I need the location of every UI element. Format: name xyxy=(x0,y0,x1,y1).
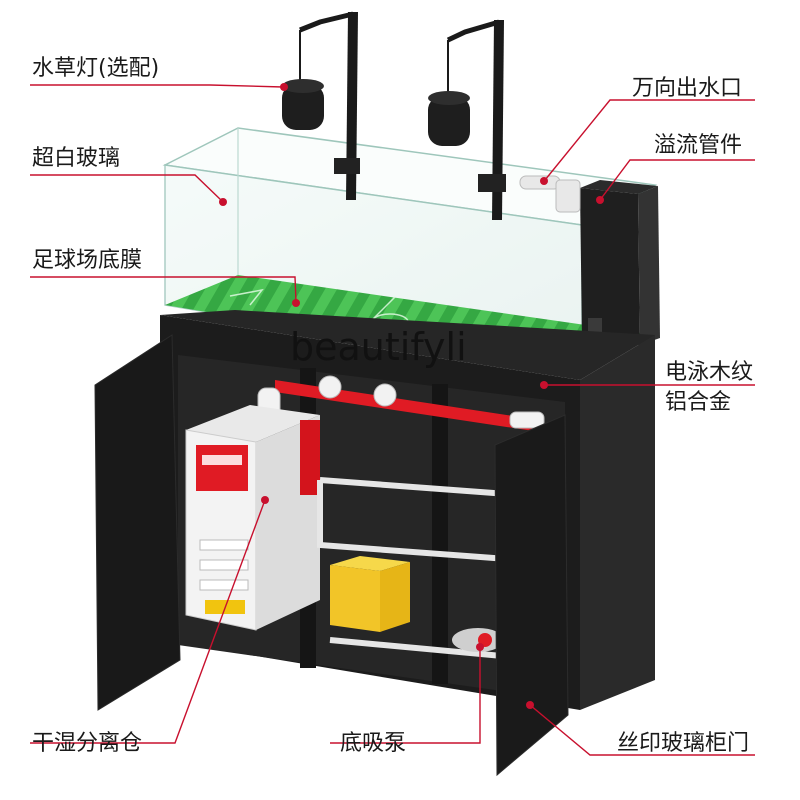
leader-dots xyxy=(219,83,604,709)
overflow-box xyxy=(580,180,660,345)
label-ultra-clear-glass: 超白玻璃 xyxy=(32,146,121,171)
left-cabinet-door xyxy=(94,334,181,711)
yellow-filter-media xyxy=(330,556,410,632)
label-football-film: 足球场底膜 xyxy=(32,248,143,273)
label-wood-grain-line2: 铝合金 xyxy=(665,390,732,415)
right-cabinet-door xyxy=(494,414,569,777)
red-return-pipe xyxy=(257,375,545,432)
leader-lines xyxy=(30,84,755,756)
grow-light-left xyxy=(282,11,360,200)
watermark-text: beautifyli xyxy=(290,325,467,369)
label-wood-grain-line1: 电泳木纹 xyxy=(665,360,754,385)
dry-wet-chamber xyxy=(185,405,320,631)
outlet-pipe xyxy=(519,175,581,213)
label-swivel-outlet: 万向出水口 xyxy=(632,76,743,101)
grow-light-right xyxy=(428,19,506,220)
label-bottom-pump: 底吸泵 xyxy=(340,731,407,756)
label-overflow-pipe: 溢流管件 xyxy=(654,133,743,158)
label-dry-wet-chamber: 干湿分离仓 xyxy=(32,731,143,756)
label-printed-glass-door: 丝印玻璃柜门 xyxy=(617,731,750,756)
label-grow-light: 水草灯(选配) xyxy=(32,56,160,81)
